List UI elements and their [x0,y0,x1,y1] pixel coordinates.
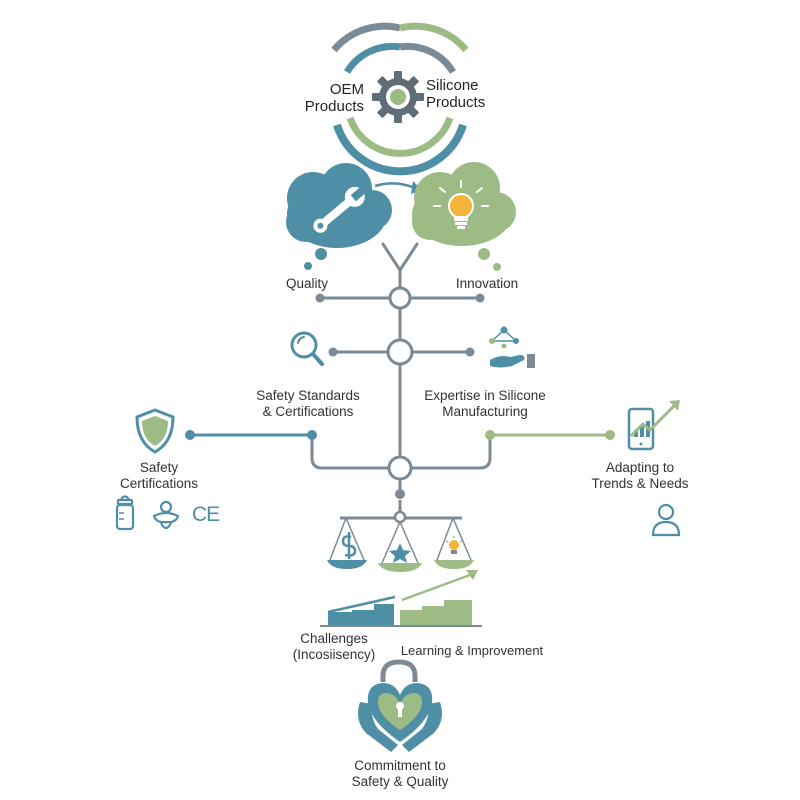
safety-standards-line2: & Certifications [262,404,354,419]
commitment-line2: Safety & Quality [351,774,449,789]
lightbulb-icon [433,180,489,229]
label-safety-certifications: Safety Certifications [120,460,198,492]
heart-lock-hands-icon [358,659,442,752]
node-lower [387,455,413,481]
balance-scales-icon [327,500,474,572]
safety-certs-line2: Certifications [119,476,199,491]
expertise-line1: Expertise in Silicone [424,388,546,403]
ce-mark: CE [192,503,220,526]
dollar-icon [341,532,357,559]
network-hand-icon [489,326,535,368]
trunk-lines [310,242,492,496]
label-innovation: Innovation [455,276,519,291]
junction-nodes [315,286,485,499]
pacifier-icon [152,500,180,530]
baby-bottle-icon [115,495,135,531]
challenges-line1: Challenges [300,631,368,646]
safety-certs-line1: Safety [139,460,179,475]
label-challenges: Challenges (Incosiisency) [293,631,376,663]
hub-left-line1: OEM [329,81,364,98]
lightbulb-cloud [412,162,516,271]
label-learning: Learning & Improvement [400,643,544,658]
wrench-cloud [286,163,392,270]
small-lightbulb-icon [445,536,463,554]
label-expertise: Expertise in Silicone Manufacturing [424,388,546,420]
hub-left-line2: Products [304,98,364,115]
label-safety-standards: Safety Standards & Certifications [256,388,360,420]
safety-standards-line1: Safety Standards [256,388,360,403]
hub-label-silicone: Silicone Products [426,77,485,111]
expertise-line2: Manufacturing [442,404,528,419]
magnifier-icon [290,331,324,366]
commitment-line1: Commitment to [354,758,446,773]
label-commitment: Commitment to Safety & Quality [352,758,449,790]
left-connector [185,430,317,440]
hub-label-oem: OEM Products [300,81,364,115]
node-branches [386,338,414,366]
gear-icon [372,71,424,123]
star-icon [389,543,411,563]
wrench-icon [313,186,367,233]
adapting-line1: Adapting to [605,460,675,475]
hub-ring [331,22,469,176]
adapting-line2: Trends & Needs [591,476,689,491]
shield-icon [135,408,175,454]
right-connector [485,430,615,440]
user-icon [651,503,681,537]
label-quality: Quality [285,276,329,291]
tablet-chart-icon [627,400,680,451]
hub-right-line2: Products [426,94,486,111]
label-adapting: Adapting to Trends & Needs [591,460,688,492]
challenges-line2: (Incosiisency) [292,647,376,662]
hub-right-line1: Silicone [426,77,479,94]
node-quality-innovation [388,286,412,310]
growth-steps-chart [320,570,482,628]
